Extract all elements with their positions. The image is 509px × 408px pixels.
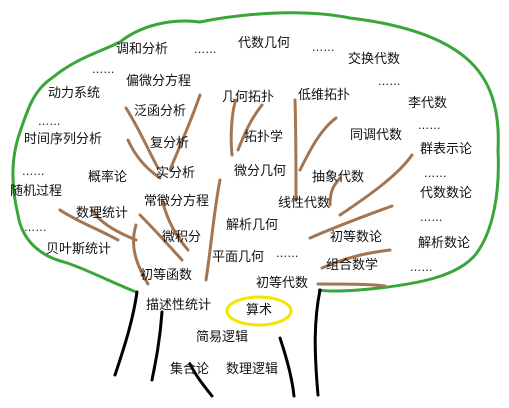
topic-harmonic-analysis: 调和分析 xyxy=(116,42,169,57)
topic-lie-algebra: 李代数 xyxy=(408,96,448,111)
branch xyxy=(90,208,138,242)
trunk-line xyxy=(313,288,322,397)
ellipsis-mark: …… xyxy=(22,165,45,178)
branch xyxy=(126,138,162,180)
ellipsis-mark: …… xyxy=(418,119,441,132)
branch xyxy=(298,116,338,172)
branch xyxy=(320,248,392,270)
topic-calculus: 微积分 xyxy=(162,230,202,245)
topic-abstract-algebra: 抽象代数 xyxy=(312,170,365,185)
trunk-line xyxy=(113,290,139,377)
topic-differential-geometry: 微分几何 xyxy=(234,164,287,179)
branch xyxy=(58,208,120,242)
topic-dynamical-systems: 动力系统 xyxy=(48,86,101,101)
trunk-line xyxy=(150,310,164,382)
topic-ode: 常微分方程 xyxy=(144,194,210,209)
topic-complex-analysis: 复分析 xyxy=(150,136,190,151)
branch xyxy=(328,176,342,207)
ellipsis-mark: …… xyxy=(194,43,217,56)
branch xyxy=(293,98,298,202)
topic-arithmetic: 算术 xyxy=(246,303,273,318)
topic-plane-geometry: 平面几何 xyxy=(212,250,265,265)
topic-elementary-number-theory: 初等数论 xyxy=(330,230,383,245)
ellipsis-mark: …… xyxy=(312,41,335,54)
branch xyxy=(160,198,190,252)
topic-descriptive-statistics: 描述性统计 xyxy=(146,298,212,313)
topic-bayesian-statistics: 贝叶斯统计 xyxy=(46,242,112,257)
topic-functional-analysis: 泛函分析 xyxy=(134,104,187,119)
topic-representation-theory: 群表示论 xyxy=(420,142,473,157)
branch xyxy=(338,153,414,217)
ellipsis-mark: …… xyxy=(420,211,443,224)
tree-canopy-outline xyxy=(11,11,500,294)
topic-pde: 偏微分方程 xyxy=(126,74,192,89)
ellipsis-mark: …… xyxy=(276,247,299,260)
topic-geometric-topology: 几何拓扑 xyxy=(222,90,275,105)
ellipsis-mark: …… xyxy=(378,75,401,88)
topic-analytic-geometry: 解析几何 xyxy=(226,218,279,233)
ellipsis-mark: …… xyxy=(24,221,47,234)
branch xyxy=(229,98,238,157)
branch xyxy=(236,103,264,152)
branch xyxy=(308,204,394,240)
topic-elementary-algebra: 初等代数 xyxy=(256,276,309,291)
topic-combinatorics: 组合数学 xyxy=(326,258,379,273)
ellipsis-mark: …… xyxy=(410,261,433,274)
topic-real-analysis: 实分析 xyxy=(156,166,196,181)
topic-algebraic-geometry: 代数几何 xyxy=(238,36,291,51)
topic-homological-algebra: 同调代数 xyxy=(350,128,403,143)
topic-algebraic-number-theory: 代数数论 xyxy=(420,186,473,201)
topic-mathematical-logic: 数理逻辑 xyxy=(226,362,279,377)
topic-mathematical-statistics: 数理统计 xyxy=(76,206,129,221)
topic-probability: 概率论 xyxy=(88,170,128,185)
trunk-line xyxy=(278,336,296,398)
arithmetic-highlight-ring xyxy=(225,295,293,327)
branch xyxy=(168,93,202,172)
branch xyxy=(124,106,160,170)
topic-time-series: 时间序列分析 xyxy=(24,132,103,147)
branches xyxy=(58,93,414,288)
trunk-line xyxy=(188,362,214,398)
topic-stochastic-processes: 随机过程 xyxy=(10,184,63,199)
topic-set-theory: 集合论 xyxy=(170,362,210,377)
branch xyxy=(316,282,387,288)
branch xyxy=(138,213,184,262)
topic-topology: 拓扑学 xyxy=(244,130,284,145)
topic-simple-logic: 简易逻辑 xyxy=(196,330,249,345)
ellipsis-mark: …… xyxy=(424,167,447,180)
trunk xyxy=(113,288,322,398)
topic-linear-algebra: 线性代数 xyxy=(278,196,331,211)
topic-analytic-number-theory: 解析数论 xyxy=(418,236,471,251)
ellipsis-mark: …… xyxy=(38,115,61,128)
branch xyxy=(204,178,222,282)
topic-low-dim-topology: 低维拓扑 xyxy=(298,88,351,103)
topic-commutative-algebra: 交换代数 xyxy=(348,52,401,67)
topic-elementary-functions: 初等函数 xyxy=(140,268,193,283)
ellipsis-mark: …… xyxy=(92,63,115,76)
branch xyxy=(132,223,150,286)
